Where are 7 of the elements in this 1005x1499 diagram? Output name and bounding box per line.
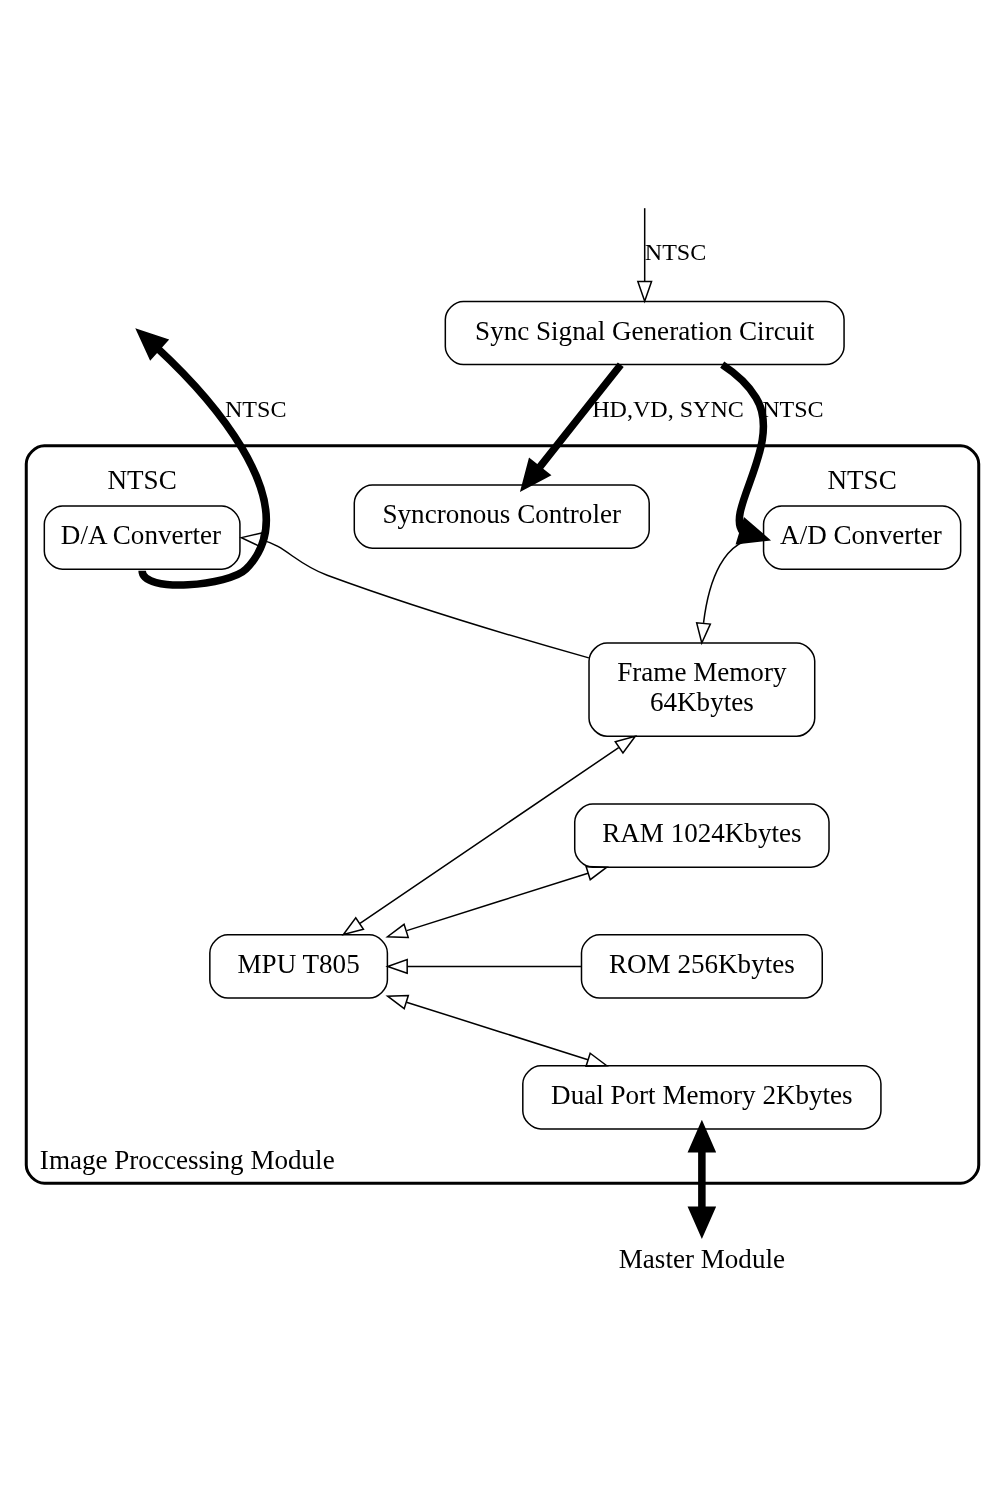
edge-label: NTSC (224, 395, 287, 422)
node-text: Master Module (618, 1243, 785, 1274)
edge-label: NTSC (644, 238, 707, 265)
node-label: NTSC (107, 464, 177, 495)
edge-label: NTSC (762, 395, 824, 422)
node-label: NTSC (827, 464, 897, 495)
edge-label: HD,VD, SYNC (592, 395, 744, 422)
